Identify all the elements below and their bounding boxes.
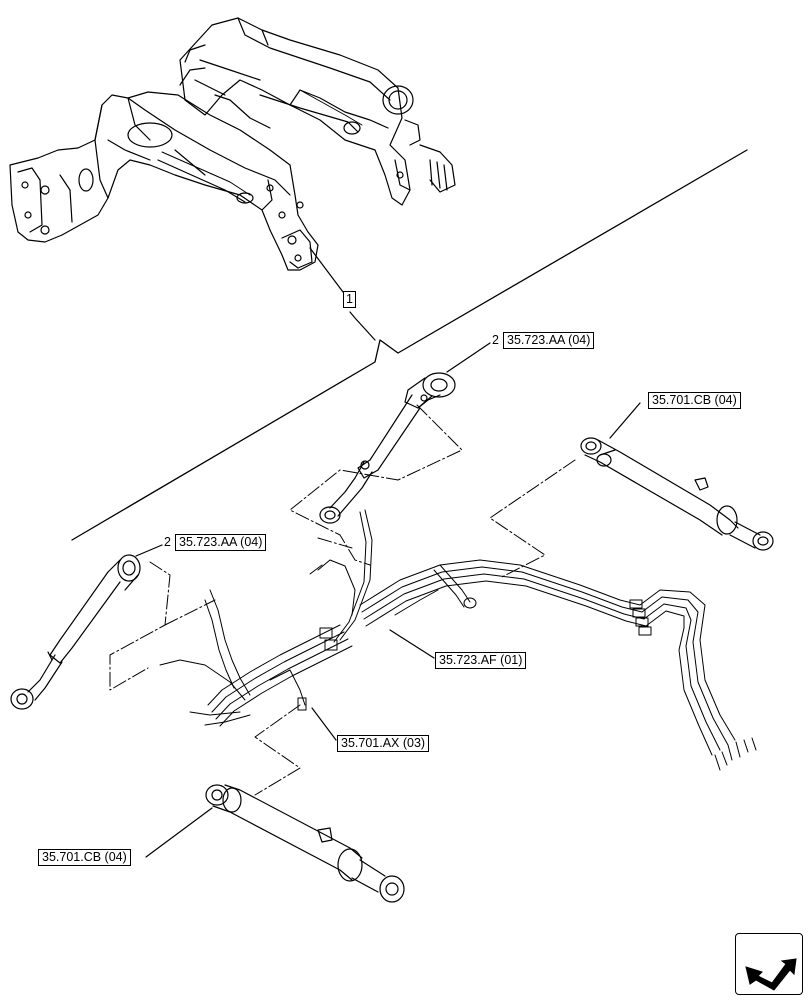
connection-lines [109,404,576,796]
callout-hose-ref[interactable]: 35.723.AF (01) [435,652,527,669]
cylinder-upper-illustration [319,372,456,524]
leader-line-cyl-left [135,544,163,557]
callout-ram-bottom-ref[interactable]: 35.701.CB (04) [38,849,131,866]
callout-cyl-upper-number: 2 [492,333,499,347]
leader-line-1 [309,247,376,341]
callout-cyl-left-ref[interactable]: 35.723.AA (04) [175,534,267,551]
ram-bottom-illustration [205,784,405,903]
leader-line-cyl-upper [446,342,491,373]
callout-ram-right-ref[interactable]: 35.701.CB (04) [648,392,741,409]
cylinder-left-illustration [10,554,141,710]
callout-cyl-left-number: 2 [164,535,171,549]
next-page-arrow-icon[interactable] [735,933,803,995]
callout-assembly[interactable]: 1 [343,291,356,308]
ram-right-illustration [580,437,774,551]
leader-line-ram-bottom [145,807,213,858]
section-divider-line [71,149,748,541]
loader-frame-illustration [9,17,456,271]
leader-line-valve [311,707,337,741]
callout-cyl-upper-ref[interactable]: 35.723.AA (04) [503,332,595,349]
arrow-glyph [745,958,797,991]
leader-line-ram-right [609,402,641,439]
callout-valve-ref[interactable]: 35.701.AX (03) [337,735,430,752]
leader-line-hose [389,629,435,659]
hose-harness-illustration [159,509,757,771]
